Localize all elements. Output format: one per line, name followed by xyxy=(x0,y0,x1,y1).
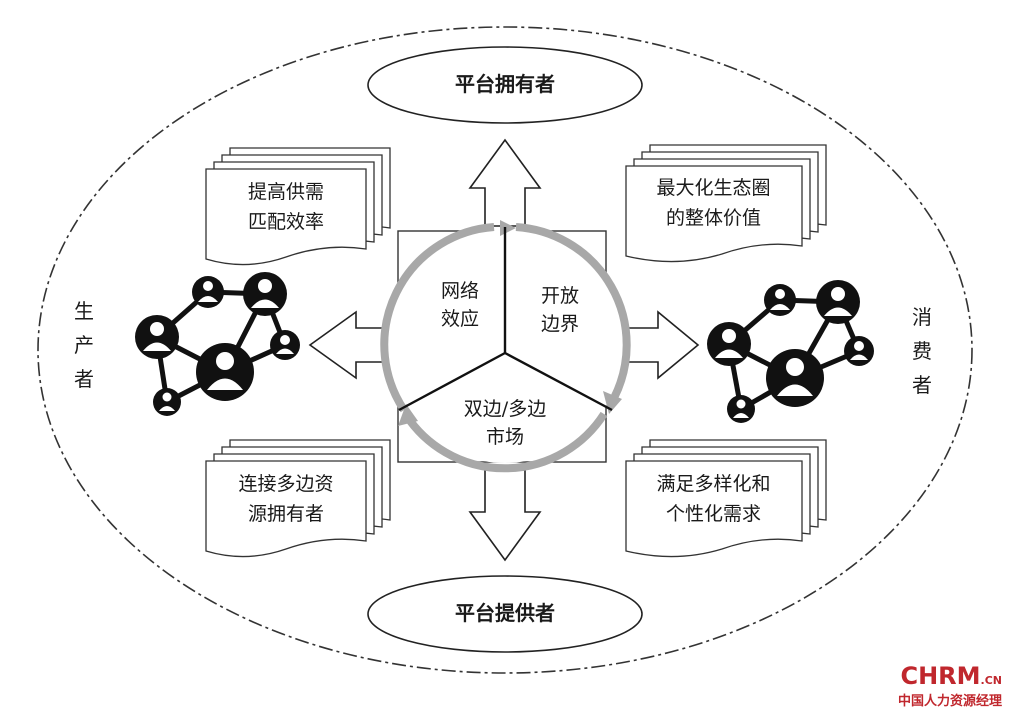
platform-provider-ellipse xyxy=(367,575,643,653)
person-node xyxy=(192,276,224,308)
platform-owner-ellipse xyxy=(367,46,643,124)
person-node xyxy=(196,343,254,401)
network-effect-line: 效应 xyxy=(440,308,479,330)
watermark-brand: CHRM.CN xyxy=(898,663,1002,694)
person-node xyxy=(153,388,181,416)
doc-stack-top-right xyxy=(625,144,827,263)
consumer-char: 费 xyxy=(912,339,932,363)
watermark-suffix: .CN xyxy=(980,674,1002,687)
ecosystem-boundary-ellipse xyxy=(37,26,973,674)
doc-top-right-text: 最大化生态圈 的整体价值 xyxy=(631,173,796,233)
doc-line: 源拥有者 xyxy=(247,503,324,525)
arrow-right xyxy=(621,310,700,380)
doc-line: 匹配效率 xyxy=(247,211,324,233)
doc-stack-top-left xyxy=(205,147,391,266)
platform-provider-label: 平台提供者 xyxy=(455,601,555,625)
consumer-char: 者 xyxy=(912,373,932,397)
person-node xyxy=(844,336,874,366)
consumer-network-icon xyxy=(707,280,874,423)
doc-line: 最大化生态圈 xyxy=(656,177,771,199)
person-node xyxy=(816,280,860,324)
person-node xyxy=(764,284,796,316)
producer-char: 者 xyxy=(74,367,94,391)
consumer-label: 消 费 者 xyxy=(910,300,934,402)
platform-owner-label: 平台拥有者 xyxy=(455,72,555,96)
arrow-up xyxy=(468,138,542,227)
multi-sided-market-line: 双边/多边 xyxy=(463,398,547,420)
multi-sided-market-line: 市场 xyxy=(485,426,524,448)
doc-top-left-text: 提高供需 匹配效率 xyxy=(211,177,361,237)
chrm-watermark: CHRM.CN 中国人力资源经理 xyxy=(898,663,1002,710)
multi-sided-market-label: 双边/多边 市场 xyxy=(440,395,570,451)
person-node xyxy=(707,322,751,366)
producer-label: 生 产 者 xyxy=(72,294,96,396)
doc-line: 满足多样化和 xyxy=(656,473,771,495)
center-divider-lines xyxy=(398,227,613,412)
watermark-subtitle: 中国人力资源经理 xyxy=(897,694,1002,709)
doc-line: 的整体价值 xyxy=(665,207,761,229)
person-node xyxy=(243,272,287,316)
consumer-char: 消 xyxy=(912,305,932,329)
open-boundary-line: 开放 xyxy=(540,285,579,307)
network-effect-line: 网络 xyxy=(440,280,479,302)
network-effect-label: 网络 效应 xyxy=(420,277,500,333)
producer-network-icon xyxy=(135,272,300,416)
doc-stack-bottom-right xyxy=(625,439,827,558)
doc-line: 个性化需求 xyxy=(665,503,761,525)
doc-line: 提高供需 xyxy=(247,181,324,203)
doc-stack-bottom-left xyxy=(205,439,391,558)
doc-bottom-right-text: 满足多样化和 个性化需求 xyxy=(631,469,796,529)
open-boundary-label: 开放 边界 xyxy=(520,282,600,338)
producer-char: 生 xyxy=(74,299,94,323)
cycle-ring xyxy=(380,223,631,473)
person-node xyxy=(766,349,824,407)
doc-bottom-left-text: 连接多边资 源拥有者 xyxy=(211,469,361,529)
person-node xyxy=(270,330,300,360)
watermark-brand-text: CHRM xyxy=(900,662,981,690)
open-boundary-line: 边界 xyxy=(540,313,579,335)
doc-line: 连接多边资 xyxy=(238,473,334,495)
arrow-down xyxy=(468,469,542,562)
person-node xyxy=(727,395,755,423)
producer-char: 产 xyxy=(74,333,94,357)
person-node xyxy=(135,315,179,359)
